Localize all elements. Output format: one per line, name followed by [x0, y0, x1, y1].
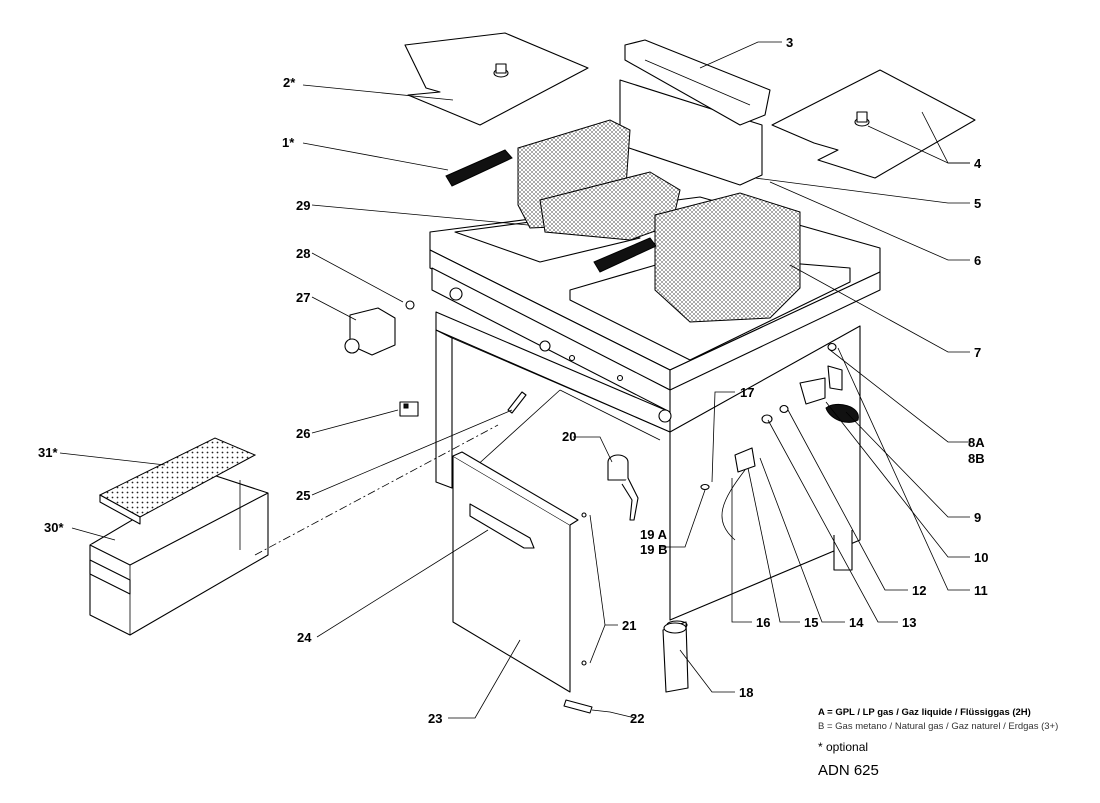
callout-26: 26 — [296, 426, 310, 441]
callout-7: 7 — [974, 345, 981, 360]
door-23 — [452, 451, 587, 693]
callout-8b: 8B — [968, 451, 985, 466]
lid-right — [771, 69, 976, 179]
alignment-axis — [254, 424, 499, 556]
legend-line-a: A = GPL / LP gas / Gaz liquide / Flüssig… — [818, 707, 1031, 718]
lid-left — [404, 32, 589, 126]
optional-note: * optional — [818, 740, 869, 754]
callout-29: 29 — [296, 198, 310, 213]
hinge-22 — [563, 699, 593, 714]
callout-19b: 19 B — [640, 542, 667, 557]
leader-lines — [59, 41, 970, 719]
legend-line-b: B = Gas metano / Natural gas / Gaz natur… — [818, 721, 1059, 732]
callout-15: 15 — [804, 615, 818, 630]
callout-12: 12 — [912, 583, 926, 598]
basket-right — [593, 192, 801, 323]
filter-31 — [98, 437, 257, 525]
callout-2: 2* — [283, 75, 296, 90]
callout-5: 5 — [974, 196, 981, 211]
callout-17: 17 — [740, 385, 754, 400]
callout-4: 4 — [974, 156, 982, 171]
washer-28 — [405, 300, 415, 310]
callout-16: 16 — [756, 615, 770, 630]
igniter-25 — [507, 391, 527, 414]
flue-box — [619, 39, 771, 186]
callout-23: 23 — [428, 711, 442, 726]
leg-18 — [662, 621, 689, 693]
callout-10: 10 — [974, 550, 988, 565]
callout-13: 13 — [902, 615, 916, 630]
callout-22: 22 — [630, 711, 644, 726]
callout-labels: 1* 2* 3 4 5 6 7 8A 8B 9 10 11 12 13 14 1… — [38, 35, 988, 726]
callout-6: 6 — [974, 253, 981, 268]
callout-20: 20 — [562, 429, 576, 444]
callout-25: 25 — [296, 488, 310, 503]
callout-14: 14 — [849, 615, 864, 630]
callout-28: 28 — [296, 246, 310, 261]
callout-3: 3 — [786, 35, 793, 50]
callout-27: 27 — [296, 290, 310, 305]
basket-left — [445, 119, 681, 241]
drain-tap-20 — [607, 454, 639, 521]
callout-1: 1* — [282, 135, 295, 150]
callout-21: 21 — [622, 618, 636, 633]
model-name: ADN 625 — [818, 762, 879, 779]
side-fittings — [761, 342, 859, 424]
callout-30: 30* — [44, 520, 64, 535]
switch-26 — [399, 401, 419, 417]
thermocouple-16 — [700, 447, 756, 541]
callout-24: 24 — [297, 630, 312, 645]
callout-19a: 19 A — [640, 527, 668, 542]
gas-valve-27 — [344, 307, 396, 356]
callout-31: 31* — [38, 445, 58, 460]
callout-18: 18 — [739, 685, 753, 700]
callout-11: 11 — [974, 583, 988, 598]
callout-9: 9 — [974, 510, 981, 525]
callout-8a: 8A — [968, 435, 985, 450]
